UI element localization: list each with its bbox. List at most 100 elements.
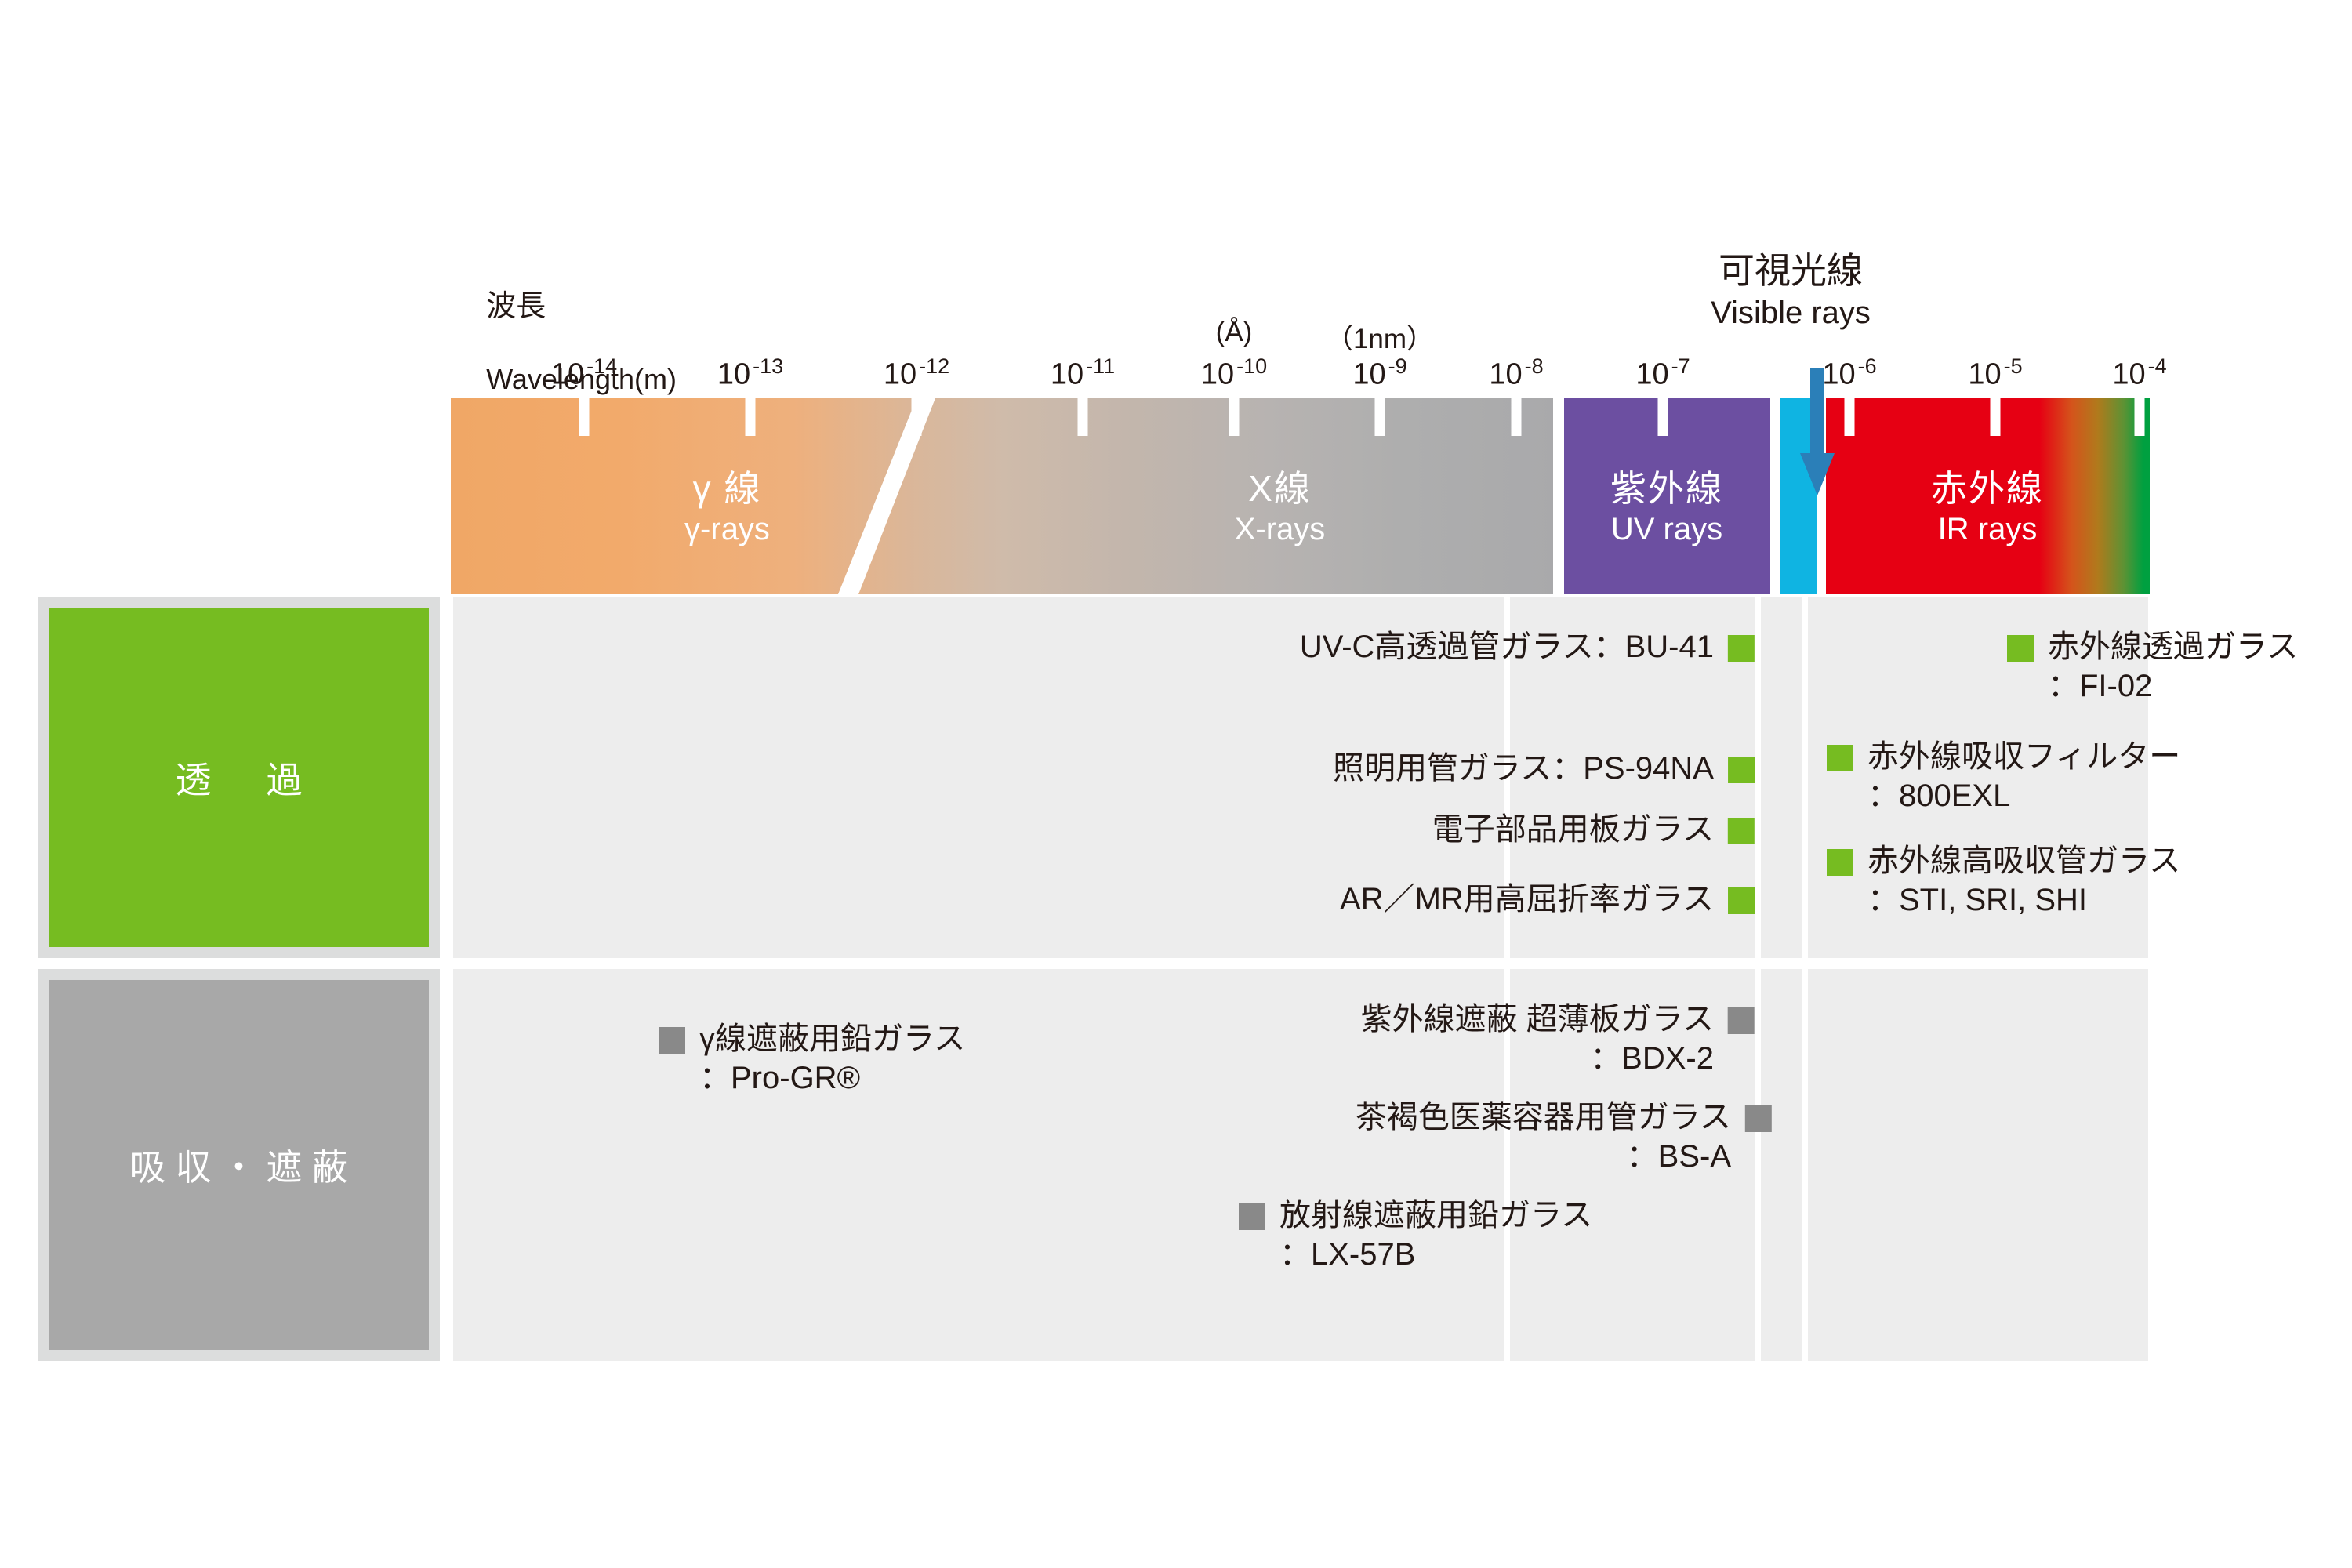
- entry-label-line2: ：FI-02: [2048, 669, 2153, 704]
- entry-label: AR／MR用高屈折率ガラス: [1340, 880, 1714, 919]
- band-uv-rays: 紫外線 UV rays: [1563, 398, 1770, 594]
- entry-label-line2: ：800EXL: [1867, 779, 2011, 814]
- entry-label: γ線遮蔽用鉛ガラス ：Pro-GR®: [699, 1019, 965, 1098]
- axis-title: 波長 Wavelength(m): [453, 252, 677, 434]
- entry-pass-2: 電子部品用板ガラス: [1432, 810, 1755, 849]
- spectrum-tick-8: [1844, 398, 1855, 436]
- swatch-green-icon: [1827, 849, 1853, 876]
- swatch-grey-icon: [1745, 1105, 1772, 1132]
- entry-label-line2: ：BDX-2: [1590, 1041, 1714, 1076]
- panel-transmission-xray: [453, 597, 1504, 958]
- entry-label-line2: ：Pro-GR®: [699, 1061, 861, 1096]
- axis-tick-label-7: 10-7: [1635, 354, 1690, 391]
- swatch-green-icon: [1827, 745, 1853, 771]
- axis-tick-label-6: 10-8: [1489, 354, 1544, 391]
- swatch-grey-icon: [1239, 1203, 1265, 1230]
- entry-label: 茶褐色医薬容器用管ガラス ：BS-A: [1356, 1098, 1731, 1177]
- swatch-green-icon: [2007, 635, 2034, 662]
- panel-absorption-ir: [1808, 969, 2148, 1361]
- entry-block-1: 紫外線遮蔽 超薄板ガラス ：BDX-2: [1361, 1000, 1755, 1079]
- entry-label-line1: UV-C高透過管ガラス：BU-41: [1299, 630, 1714, 664]
- entry-label: 照明用管ガラス：PS-94NA: [1333, 749, 1714, 788]
- band-xray-label: X線 X-rays: [1004, 467, 1556, 548]
- swatch-grey-icon: [659, 1027, 685, 1054]
- band-ir-label: 赤外線 IR rays: [1825, 467, 2150, 548]
- entry-label-line1: 電子部品用板ガラス: [1432, 812, 1714, 847]
- entry-label-line1: 茶褐色医薬容器用管ガラス: [1355, 1100, 1731, 1134]
- axis-tick-label-5: 10-9: [1352, 354, 1407, 391]
- band-xray-label-en: X-rays: [1234, 512, 1326, 547]
- panel-absorption-uv: [1510, 969, 1755, 1361]
- swatch-grey-icon: [1728, 1007, 1755, 1034]
- axis-tick-label-9: 10-5: [1968, 354, 2023, 391]
- axis-tick-label-1: 10-13: [717, 354, 784, 391]
- visible-rays-label-jp: 可視光線: [1718, 250, 1863, 291]
- spectrum-tick-6: [1511, 398, 1522, 436]
- row-key-absorption: 吸収・遮蔽: [38, 969, 440, 1361]
- entry-label-line1: 赤外線吸収フィルター: [1867, 739, 2181, 774]
- panel-transmission-ir: [1808, 597, 2148, 958]
- band-uv-label-jp: 紫外線: [1610, 468, 1723, 509]
- band-gamma-label-jp: γ 線: [692, 468, 762, 509]
- axis-tick-label-2: 10-12: [883, 354, 950, 391]
- panel-absorption-visible: [1761, 969, 1802, 1361]
- entry-label-line2: ：STI, SRI, SHI: [1867, 883, 2088, 918]
- spectrum-tick-5: [1374, 398, 1385, 436]
- axis-unit-label-5: （1nm）: [1325, 324, 1435, 354]
- entry-label: 赤外線高吸収管ガラス ：STI, SRI, SHI: [1867, 841, 2180, 920]
- swatch-green-icon: [1728, 635, 1755, 662]
- entry-block-3: 放射線遮蔽用鉛ガラス ：LX-57B: [1239, 1196, 1592, 1275]
- entry-pass-3: AR／MR用高屈折率ガラス: [1340, 880, 1755, 919]
- spectrum-tick-1: [745, 398, 756, 436]
- swatch-green-icon: [1728, 818, 1755, 844]
- entry-label-line2: ：LX-57B: [1279, 1237, 1416, 1272]
- axis-unit-label-4: (Å): [1215, 317, 1253, 347]
- entry-label-line1: γ線遮蔽用鉛ガラス: [699, 1022, 966, 1056]
- row-key-absorption-label: 吸収・遮蔽: [129, 1147, 358, 1188]
- entry-label-line2: ：BS-A: [1626, 1139, 1731, 1174]
- entry-block-2: 茶褐色医薬容器用管ガラス ：BS-A: [1356, 1098, 1772, 1177]
- entry-pass-0: UV-C高透過管ガラス：BU-41: [1300, 627, 1755, 666]
- band-ir-label-jp: 赤外線: [1931, 468, 2044, 509]
- band-xray-label-jp: X線: [1248, 468, 1312, 509]
- panel-transmission-visible: [1761, 597, 1802, 958]
- visible-rays-label-en: Visible rays: [1711, 296, 1871, 331]
- axis-title-en: Wavelength(m): [486, 363, 677, 396]
- spectrum-tick-10: [2134, 398, 2145, 436]
- band-uv-label: 紫外線 UV rays: [1563, 467, 1770, 548]
- swatch-green-icon: [1728, 757, 1755, 783]
- spectrum-bar: γ 線 γ-rays X線 X-rays 紫外線 UV rays 赤外線 IR …: [451, 398, 2150, 594]
- entry-pass-6: 赤外線高吸収管ガラス ：STI, SRI, SHI: [1827, 841, 2180, 920]
- swatch-green-icon: [1728, 887, 1755, 914]
- entry-label-line1: 紫外線遮蔽 超薄板ガラス: [1360, 1002, 1714, 1036]
- spectrum-tick-7: [1657, 398, 1668, 436]
- spectrum-tick-0: [579, 398, 590, 436]
- band-ir-rays: 赤外線 IR rays: [1825, 398, 2150, 594]
- entry-label: 電子部品用板ガラス: [1432, 810, 1714, 849]
- band-gamma-label: γ 線 γ-rays: [451, 467, 1004, 548]
- visible-rays-callout: 可視光線 Visible rays: [1711, 249, 1871, 332]
- spectrum-tick-9: [1990, 398, 2001, 436]
- axis-tick-label-4: 10-10: [1200, 354, 1268, 391]
- entry-label: 放射線遮蔽用鉛ガラス ：LX-57B: [1279, 1196, 1592, 1275]
- row-key-transmission-label: 透 過: [175, 760, 312, 800]
- visible-rays-arrow-icon: [1800, 368, 1835, 495]
- entry-label: 紫外線遮蔽 超薄板ガラス ：BDX-2: [1361, 1000, 1714, 1079]
- entry-label: 赤外線透過ガラス：FI-02: [2048, 627, 2298, 706]
- spectrum-tick-3: [1077, 398, 1088, 436]
- entry-pass-5: 赤外線吸収フィルター ：800EXL: [1827, 737, 2180, 816]
- band-x-rays: X線 X-rays: [1004, 398, 1556, 594]
- entry-label-line1: 赤外線高吸収管ガラス: [1867, 844, 2181, 878]
- spectrum-tick-4: [1229, 398, 1240, 436]
- band-gamma-label-en: γ-rays: [684, 512, 770, 547]
- axis-tick-label-10: 10-4: [2112, 354, 2167, 391]
- panel-absorption-xray: [453, 969, 1504, 1361]
- entry-label-line1: AR／MR用高屈折率ガラス: [1340, 882, 1714, 916]
- entry-pass-4: 赤外線透過ガラス：FI-02: [2007, 627, 2298, 706]
- entry-label: 赤外線吸収フィルター ：800EXL: [1867, 737, 2180, 816]
- entry-label-line1: 放射線遮蔽用鉛ガラス: [1279, 1198, 1593, 1232]
- row-key-transmission: 透 過: [38, 597, 440, 958]
- entry-label-line1: 照明用管ガラス：PS-94NA: [1333, 751, 1714, 786]
- entry-pass-1: 照明用管ガラス：PS-94NA: [1333, 749, 1755, 788]
